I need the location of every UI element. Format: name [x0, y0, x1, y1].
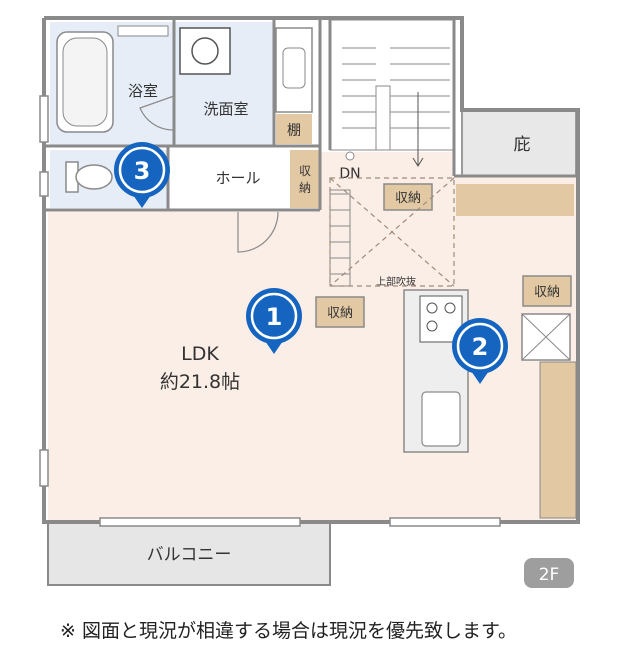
floor-badge-label: 2F: [539, 565, 560, 585]
upper-void-label: 上部吹抜: [376, 275, 416, 288]
washer-unit: [179, 27, 231, 75]
hall-storage-block: [290, 150, 320, 208]
eaves-label: 庇: [514, 135, 531, 155]
bathtub-inner: [62, 37, 108, 127]
ldk-label: LDK: [181, 343, 219, 365]
fridge-cross-b: [521, 313, 571, 361]
top-storage-block: [383, 183, 433, 211]
shelf-label: 棚: [287, 123, 301, 139]
staircase: [329, 19, 455, 287]
hall-floor: [168, 150, 286, 208]
ldk-door: [237, 211, 279, 253]
walls: [42, 16, 580, 524]
burner-1: [426, 302, 438, 314]
floor-badge: [524, 558, 574, 588]
hall-storage-label-b: 納: [299, 181, 311, 195]
north-counter: [456, 184, 574, 216]
balcony-label: バルコニー: [147, 545, 232, 565]
top-storage-label: 収納: [395, 191, 421, 206]
ldk-size-label: 約21.8帖: [160, 371, 240, 393]
east-counter: [539, 361, 577, 519]
bath-label: 浴室: [128, 82, 158, 100]
down-label: DN: [339, 166, 360, 182]
shelf-block: [276, 114, 312, 144]
bath-door: [139, 95, 175, 131]
windows: [39, 95, 501, 527]
toilet-bowl: [75, 164, 113, 190]
sink: [421, 391, 461, 447]
washer-drum: [191, 37, 219, 65]
right-storage-block: [522, 275, 572, 307]
hall-label: ホール: [215, 169, 260, 187]
photo-marker-label: 3: [134, 157, 151, 185]
burner-2: [444, 302, 456, 314]
photo-marker-2[interactable]: 2: [452, 318, 508, 384]
photo-marker-1[interactable]: 1: [246, 288, 302, 354]
floor-plan: バルコニー 庇 棚 収 納 収納 収納 収納 浴室 洗面室 ホール DN 上部吹…: [39, 16, 580, 588]
washroom-label: 洗面室: [203, 100, 248, 118]
hall-storage-label-a: 収: [299, 164, 311, 178]
right-storage-label: 収納: [534, 285, 560, 300]
center-storage-block: [315, 296, 365, 328]
balcony-area: [47, 522, 331, 586]
photo-marker-3[interactable]: 3: [114, 142, 170, 208]
disclaimer-note: ※ 図面と現況が相違する場合は現況を優先致します。: [60, 620, 518, 642]
void-outline: [329, 177, 455, 287]
eaves-area: [461, 109, 577, 177]
photo-marker-label: 1: [266, 303, 283, 331]
bath-shelf: [117, 25, 169, 37]
photo-marker-label: 2: [472, 333, 489, 361]
burner-3: [426, 320, 438, 332]
photo-markers: 1 2 3: [114, 142, 508, 384]
center-storage-label: 収納: [327, 306, 353, 321]
wash-basin: [275, 27, 313, 113]
basin-bowl: [282, 47, 306, 89]
